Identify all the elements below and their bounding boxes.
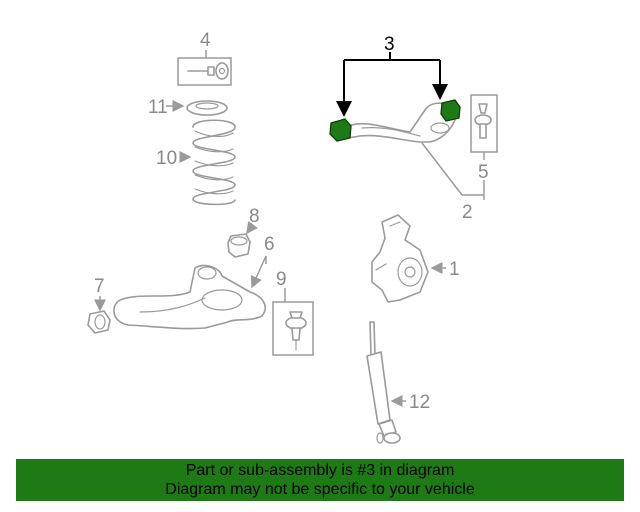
part-3-upper-control-arm[interactable] xyxy=(329,99,461,143)
callout-3-leader xyxy=(336,52,448,117)
suspension-parts-diagram: 4 11 10 8 6 7 xyxy=(87,30,498,444)
part-3-bushing-right[interactable] xyxy=(440,99,461,122)
part-1-steering-knuckle[interactable] xyxy=(371,214,446,303)
callout-12: 12 xyxy=(409,392,430,413)
part-2-leader xyxy=(421,142,485,200)
callout-4: 4 xyxy=(200,30,211,51)
part-6-lower-control-arm[interactable] xyxy=(113,255,267,330)
callout-11: 11 xyxy=(148,97,168,118)
callout-10: 10 xyxy=(156,148,177,169)
callout-6: 6 xyxy=(264,234,275,255)
part-8-bumper[interactable] xyxy=(227,220,258,258)
part-notice-banner: Part or sub-assembly is #3 in diagram Di… xyxy=(16,459,624,501)
part-10-coil-spring[interactable] xyxy=(179,119,236,206)
part-4-hardware-kit[interactable] xyxy=(177,50,232,86)
callout-2: 2 xyxy=(462,202,473,223)
part-3-bushing-left[interactable] xyxy=(329,118,352,142)
callout-5: 5 xyxy=(478,162,489,183)
part-12-shock-absorber[interactable] xyxy=(366,321,406,444)
part-11-spring-insulator[interactable] xyxy=(166,100,228,116)
callout-7: 7 xyxy=(94,276,105,297)
part-5-upper-ball-joint[interactable] xyxy=(470,94,498,160)
banner-line-2: Diagram may not be specific to your vehi… xyxy=(165,481,475,498)
callout-8: 8 xyxy=(249,206,260,227)
part-7-bushing[interactable] xyxy=(87,296,111,334)
callout-3: 3 xyxy=(384,34,395,55)
banner-line-1: Part or sub-assembly is #3 in diagram xyxy=(185,462,455,479)
callout-1: 1 xyxy=(449,259,460,280)
callout-9: 9 xyxy=(276,269,287,290)
part-9-lower-ball-joint[interactable] xyxy=(272,288,314,356)
